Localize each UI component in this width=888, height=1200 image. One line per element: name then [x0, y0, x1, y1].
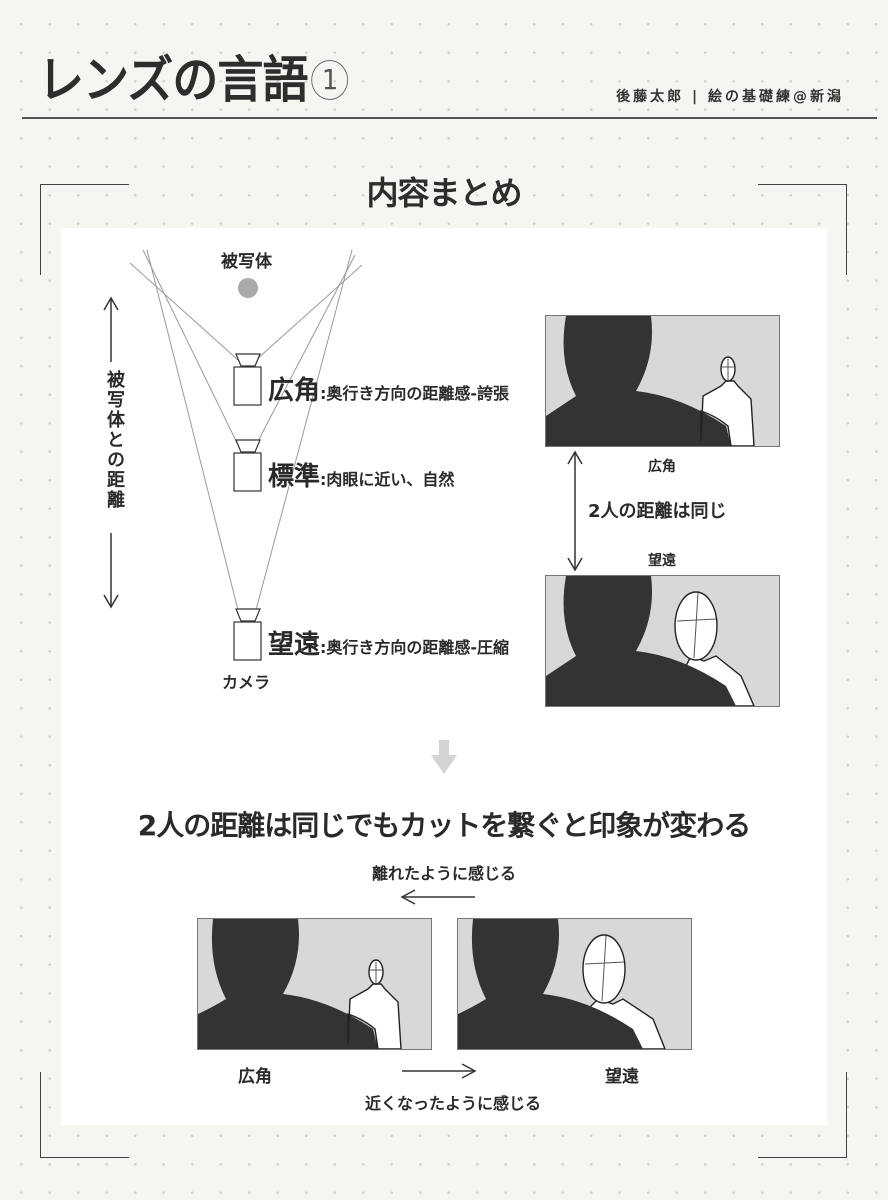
camera-label: カメラ: [222, 673, 271, 692]
lens-tele-name: 望遠: [268, 630, 321, 660]
lens-tele-desc: :奥行き方向の距離感-圧縮: [320, 638, 510, 657]
distance-label: 被写体との距離: [104, 370, 125, 510]
author-line: 後藤太郎 | 絵の基礎練@新潟: [616, 89, 844, 105]
conclusion-headline: 2人の距離は同じでもカットを繋ぐと印象が変わる: [137, 809, 752, 842]
same-distance-label: 2人の距離は同じ: [588, 501, 727, 522]
frame-tele-label: 望遠: [648, 553, 676, 569]
lens-standard-row: 標準:肉眼に近い、自然: [268, 456, 454, 493]
same-distance-arrow: [567, 450, 583, 572]
wide-shot-illustration-bottom: [198, 919, 402, 1049]
frame-tele-top: [545, 575, 780, 707]
left-arrow-label: 離れたように感じる: [372, 864, 517, 883]
bottom-tele-label: 望遠: [605, 1067, 639, 1087]
down-arrow-icon: [431, 740, 457, 774]
left-arrow: [400, 889, 475, 905]
frame-wide-bottom: [197, 918, 432, 1050]
title-number-badge: 1: [311, 59, 349, 100]
distance-arrow: [103, 296, 119, 609]
subject-dot: [238, 278, 258, 298]
lens-standard-desc: :肉眼に近い、自然: [320, 470, 455, 489]
corner-bracket-bottom-left: [40, 1072, 129, 1158]
right-arrow: [402, 1063, 477, 1079]
header-divider: [22, 117, 877, 119]
lens-wide-desc: :奥行き方向の距離感-誇張: [320, 384, 510, 403]
lens-tele-row: 望遠:奥行き方向の距離感-圧縮: [268, 624, 509, 661]
lens-standard-name: 標準: [268, 462, 321, 492]
tele-shot-illustration: [546, 576, 755, 706]
corner-bracket-bottom-right: [758, 1072, 847, 1158]
wide-shot-illustration: [546, 316, 755, 446]
camera-icons: [233, 353, 262, 661]
page-title-text: レンズの言語: [38, 51, 308, 109]
right-arrow-label: 近くなったように感じる: [365, 1094, 542, 1113]
section-title: 内容まとめ: [366, 174, 522, 212]
bottom-wide-label: 広角: [238, 1067, 272, 1087]
frame-wide-top: [545, 315, 780, 447]
frame-tele-bottom: [457, 918, 692, 1050]
frame-wide-label: 広角: [648, 459, 676, 475]
subject-label: 被写体: [221, 252, 272, 272]
field-of-view-lines: [129, 249, 363, 611]
lens-wide-name: 広角: [268, 376, 321, 406]
lens-wide-row: 広角:奥行き方向の距離感-誇張: [268, 370, 509, 407]
corner-bracket-top-left: [40, 184, 129, 275]
corner-bracket-top-right: [758, 184, 847, 275]
tele-shot-illustration-bottom: [458, 919, 666, 1049]
